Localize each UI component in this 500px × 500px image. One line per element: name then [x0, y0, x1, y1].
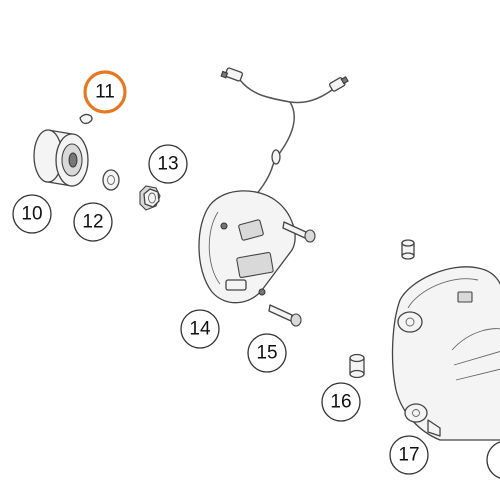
callout-14-label: 14 [189, 319, 211, 340]
part-dowel [349, 353, 365, 379]
callout-14-circle [180, 309, 220, 349]
callout-11[interactable]: 11 [83, 70, 127, 114]
callout-13-label: 13 [157, 154, 178, 175]
callout-15-label: 15 [256, 343, 277, 364]
callout-17[interactable]: 17 [389, 435, 429, 475]
part-stator [198, 190, 296, 304]
part-bolt-upper [282, 221, 316, 243]
part-bolt [268, 304, 302, 327]
callout-15[interactable]: 15 [247, 333, 287, 373]
part-rotor [33, 129, 89, 187]
callout-10-label: 10 [21, 204, 42, 225]
part-woodruff-key [79, 113, 93, 125]
callout-13-circle [148, 144, 188, 184]
callout-12-label: 12 [82, 212, 103, 233]
callout-11-label: 11 [95, 82, 115, 103]
callout-12-circle [73, 202, 113, 242]
callout-partial-edge [486, 441, 500, 479]
part-wiring-harness [220, 67, 349, 201]
callout-11-circle [83, 70, 127, 114]
callout-10[interactable]: 10 [12, 194, 52, 234]
callout-17-circle [389, 435, 429, 475]
callout-14[interactable]: 14 [180, 309, 220, 349]
part-dowel-upper [401, 239, 415, 260]
part-nut [139, 185, 161, 211]
callout-16-label: 16 [330, 392, 351, 413]
callout-15-circle [247, 333, 287, 373]
callout-16-circle [321, 382, 361, 422]
callout-16[interactable]: 16 [321, 382, 361, 422]
callout-12[interactable]: 12 [73, 202, 113, 242]
callout-10-circle [12, 194, 52, 234]
part-ignition-cover [391, 266, 500, 441]
callout-13[interactable]: 13 [148, 144, 188, 184]
callout-17-label: 17 [398, 445, 419, 466]
callout-partial-circle [486, 441, 500, 479]
part-washer [102, 169, 120, 191]
